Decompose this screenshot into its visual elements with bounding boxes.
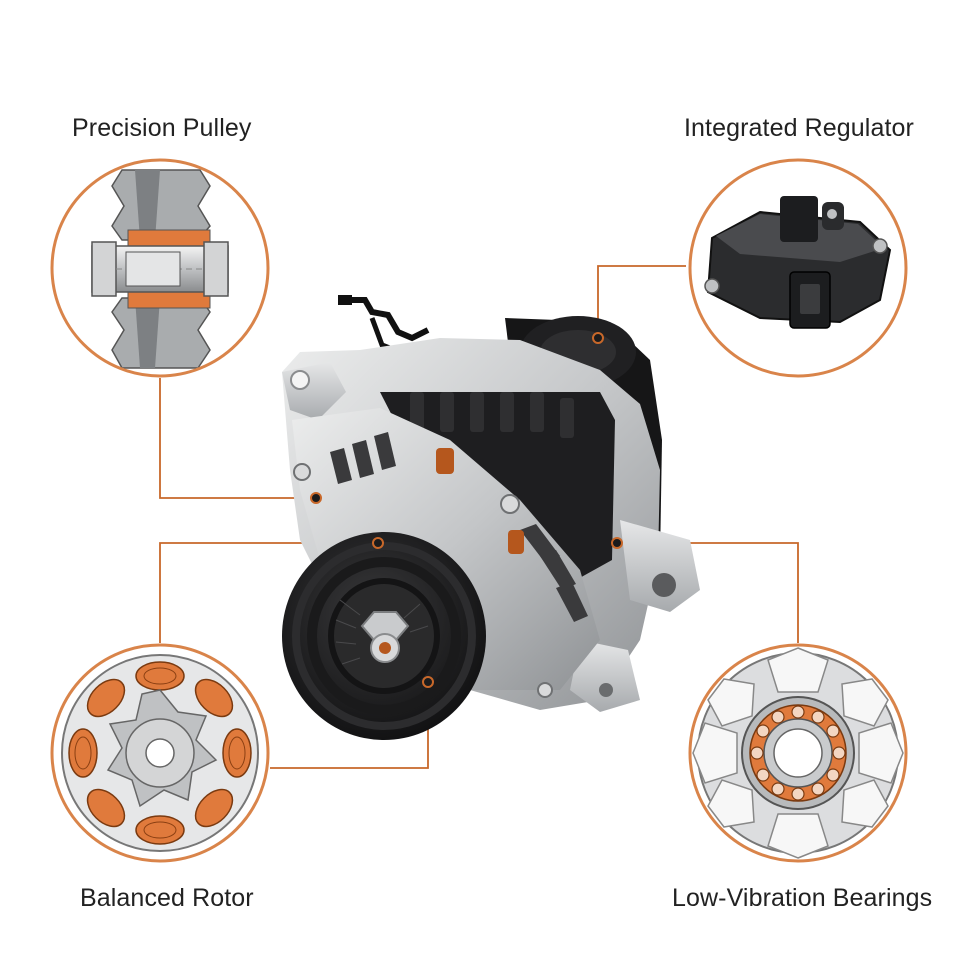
regulator-module-icon <box>688 158 908 378</box>
label-precision-pulley: Precision Pulley <box>72 114 252 142</box>
leader-regulator <box>597 265 686 338</box>
alternator-illustration <box>282 295 700 740</box>
leader-pulley <box>159 378 316 499</box>
dot-rotor-lower <box>422 676 434 688</box>
dot-rotor <box>372 537 384 549</box>
label-low-vibration-bearings: Low-Vibration Bearings <box>672 884 933 912</box>
callout-dots <box>310 332 623 688</box>
label-balanced-rotor: Balanced Rotor <box>80 884 254 912</box>
dot-regulator <box>592 332 604 344</box>
dot-bearings <box>611 537 623 549</box>
rotor-coils-icon <box>50 643 270 863</box>
pulley-cutaway-icon <box>50 158 270 378</box>
label-integrated-regulator: Integrated Regulator <box>684 114 914 142</box>
bearing-icon <box>688 643 908 863</box>
alternator-pulley <box>282 532 486 740</box>
dot-pulley <box>310 492 322 504</box>
